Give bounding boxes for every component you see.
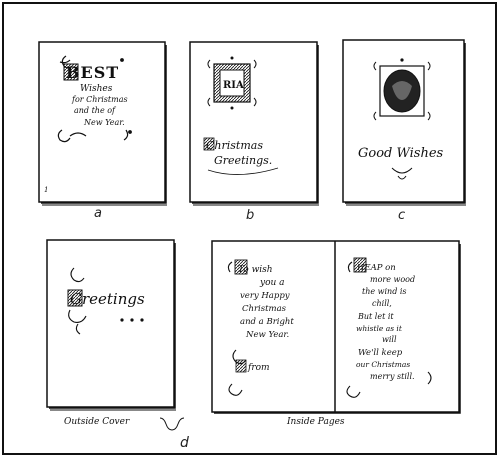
card-d-right-line-8: We'll keep — [358, 348, 403, 358]
card-d-right-initial-box — [353, 257, 367, 273]
card-a-page-number: 1 — [44, 186, 48, 194]
card-d-label: d — [180, 435, 189, 451]
card-b-monogram: RIA — [223, 80, 244, 91]
card-a-label: a — [94, 206, 102, 221]
card-d-left-line-7: from — [247, 363, 270, 373]
card-c-swirl — [391, 167, 413, 180]
card-d-right-line-3: the wind is — [362, 287, 407, 296]
card-d-outside-dots — [120, 318, 144, 322]
card-a-line-4: and the of — [74, 106, 117, 115]
card-d-right-line-4: chill, — [372, 299, 392, 308]
card-b-monogram-frame — [207, 56, 257, 110]
card-b: RIA Christmas Greetings. b — [189, 41, 319, 223]
card-d-right-line-9: our Christmas — [356, 360, 410, 369]
card-d-right-line-7: will — [382, 335, 397, 344]
outer-border — [2, 2, 497, 455]
card-d-outside: Greetings — [46, 239, 176, 411]
card-d-left-line-5: and a Bright — [240, 317, 294, 327]
card-d-left-initial-box — [234, 259, 248, 275]
card-a-line-1: BEST — [66, 63, 119, 82]
card-d-brace — [159, 417, 185, 431]
card-d-outside-swirl — [68, 267, 87, 335]
card-d-right-line-5: But let it — [357, 312, 394, 321]
card-a: BEST Wishes for Christmas and the of New… — [38, 41, 167, 221]
card-d-left-line-3: very Happy — [240, 291, 290, 301]
card-d-outside-text: Greetings — [70, 290, 145, 308]
card-a-ornament — [57, 55, 132, 143]
card-a-line-3: for Christmas — [71, 95, 128, 104]
card-d-left-initial-box-2 — [235, 359, 247, 373]
card-d-left-line-6: New Year. — [245, 330, 289, 340]
card-d-outside-initial-box — [67, 289, 83, 307]
card-d-right-line-6: whistle as it — [356, 324, 403, 333]
card-d-left-line-4: Christmas — [242, 304, 287, 314]
card-d-right-line-2: more wood — [370, 275, 415, 284]
card-c-line-1: Good Wishes — [358, 146, 444, 161]
card-b-label: b — [246, 208, 254, 223]
card-a-line-2: Wishes — [80, 84, 113, 94]
card-d-right-line-10: merry still. — [370, 372, 415, 381]
card-c: Good Wishes c — [342, 39, 466, 223]
caption-inside-pages: Inside Pages — [286, 417, 345, 427]
card-b-line-2: Greetings. — [214, 154, 272, 167]
caption-outside-cover: Outside Cover — [64, 417, 130, 427]
card-d-left-line-2: you a — [259, 278, 285, 288]
card-d-left-line-1: To wish — [238, 265, 273, 275]
card-d-inside: To wish you a very Happy Christmas and a… — [64, 240, 461, 451]
card-c-label: c — [398, 208, 405, 223]
card-b-swirl — [207, 167, 279, 175]
card-a-line-5: New Year. — [83, 118, 125, 127]
card-b-initial-box — [203, 137, 215, 151]
card-a-initial-box — [63, 63, 79, 81]
card-d-right-ornament — [346, 261, 432, 398]
card-d-right-line-1: HEAP on — [356, 263, 396, 273]
card-b-line-1: Christmas — [206, 139, 263, 152]
card-c-portrait — [373, 58, 431, 121]
